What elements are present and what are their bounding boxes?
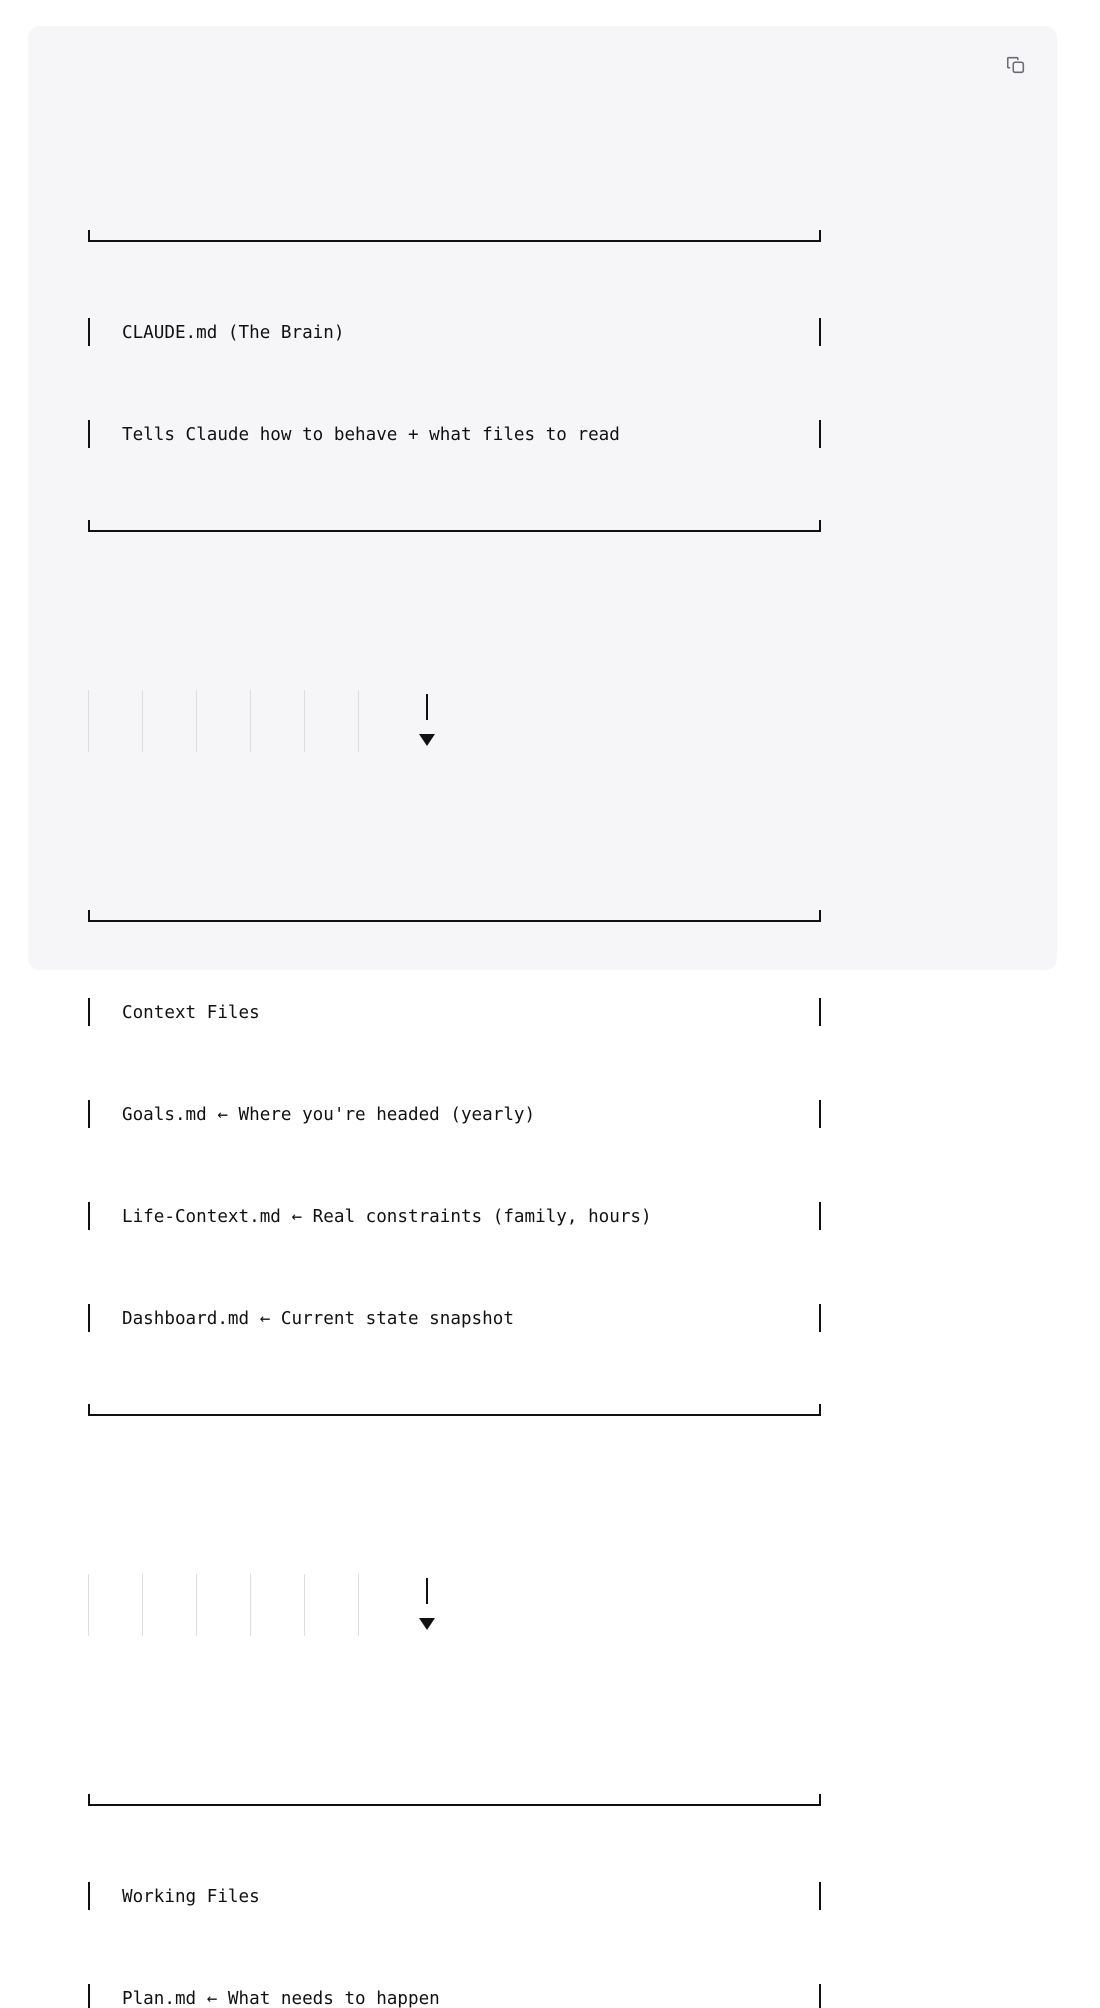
- box-border-left: [88, 998, 90, 1026]
- box-context-files-line-4: Dashboard.md ← Current state snapshot: [58, 1302, 821, 1336]
- box-claude-md-bottom-border: [58, 520, 821, 554]
- box-context-files-text-2: Goals.md ← Where you're headed (yearly): [122, 1105, 536, 1125]
- box-context-files-text-4: Dashboard.md ← Current state snapshot: [122, 1309, 514, 1329]
- box-context-files-text-1: Context Files: [122, 1003, 260, 1023]
- box-working-files-top-border: [58, 1778, 821, 1812]
- box-border-left: [88, 1202, 90, 1230]
- box-claude-md-text-2: Tells Claude how to behave + what files …: [122, 425, 620, 445]
- box-border-right: [819, 318, 821, 346]
- box-border-right: [819, 1984, 821, 2008]
- box-working-files-line-1: Working Files: [58, 1880, 821, 1914]
- box-border-left: [88, 1882, 90, 1910]
- box-context-files-text-3: Life-Context.md ← Real constraints (fami…: [122, 1207, 652, 1227]
- box-border-left: [88, 1304, 90, 1332]
- box-claude-md-line-1: CLAUDE.md (The Brain): [58, 316, 821, 350]
- code-block-card: CLAUDE.md (The Brain) Tells Claude how t…: [28, 26, 1057, 2008]
- box-border-right: [819, 1882, 821, 1910]
- connector-line: [426, 1578, 428, 1604]
- connector-1: [58, 690, 435, 752]
- connector-2: [58, 1574, 435, 1636]
- arrow-down-icon: [419, 734, 435, 746]
- ascii-diagram: CLAUDE.md (The Brain) Tells Claude how t…: [58, 78, 821, 2008]
- box-context-files-top-border: [58, 894, 821, 928]
- box-context-files-line-1: Context Files: [58, 996, 821, 1030]
- box-claude-md-text-1: CLAUDE.md (The Brain): [122, 323, 345, 343]
- box-context-files-line-2: Goals.md ← Where you're headed (yearly): [58, 1098, 821, 1132]
- box-border-left: [88, 1984, 90, 2008]
- box-border-left: [88, 420, 90, 448]
- box-border-left: [88, 1100, 90, 1128]
- connector-line: [426, 694, 428, 720]
- box-claude-md-top-border: [58, 214, 821, 248]
- box-border-left: [88, 318, 90, 346]
- box-claude-md-line-2: Tells Claude how to behave + what files …: [58, 418, 821, 452]
- box-context-files-bottom-border: [58, 1404, 821, 1438]
- box-border-right: [819, 1202, 821, 1230]
- box-border-right: [819, 1100, 821, 1128]
- box-border-right: [819, 420, 821, 448]
- box-border-right: [819, 998, 821, 1026]
- arrow-down-icon: [419, 1618, 435, 1630]
- box-working-files-text-1: Working Files: [122, 1887, 260, 1907]
- copy-button[interactable]: [999, 48, 1033, 82]
- box-border-right: [819, 1304, 821, 1332]
- box-working-files-text-2: Plan.md ← What needs to happen: [122, 1989, 440, 2008]
- box-context-files-line-3: Life-Context.md ← Real constraints (fami…: [58, 1200, 821, 1234]
- box-working-files-line-2: Plan.md ← What needs to happen: [58, 1982, 821, 2008]
- copy-icon: [1005, 54, 1027, 76]
